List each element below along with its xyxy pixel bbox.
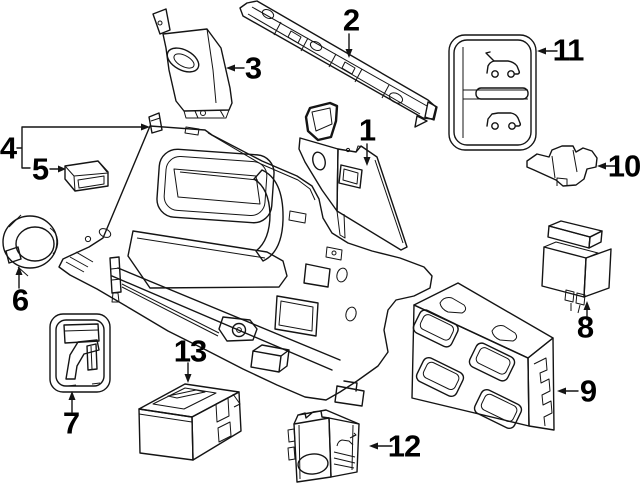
callout-label-5: 5 (31, 151, 49, 187)
part-2-drawing (239, 0, 438, 128)
part-12-drawing (287, 409, 360, 483)
callout-label-2: 2 (342, 2, 360, 38)
part-6-drawing (2, 214, 59, 277)
callout-label-7: 7 (62, 405, 80, 441)
callout-label-11: 11 (552, 32, 585, 68)
suv-liftgate-open-icon (485, 51, 521, 78)
part-1-drawing (298, 101, 408, 251)
part-8-drawing (541, 220, 612, 314)
callout-label-12: 12 (387, 428, 421, 464)
callout-label-8: 8 (576, 309, 594, 345)
part-5-drawing (64, 160, 109, 192)
part-7-drawing (49, 313, 111, 393)
part-11-drawing (448, 34, 537, 151)
callout-label-9: 9 (579, 373, 597, 409)
callout-label-6: 6 (11, 282, 29, 318)
callout-label-3: 3 (244, 50, 262, 86)
part-9-drawing (411, 282, 555, 431)
part-3-drawing (152, 8, 233, 119)
part-10-drawing (526, 145, 598, 187)
part-13-drawing (138, 383, 242, 461)
callout-label-4: 4 (0, 130, 17, 166)
quarter-trim-panel-drawing (58, 112, 433, 407)
callout-label-1: 1 (358, 112, 376, 148)
callout-label-10: 10 (607, 148, 640, 184)
callout-label-13: 13 (173, 333, 207, 369)
suv-liftgate-closed-icon (486, 112, 522, 130)
callout-arrows (15, 33, 617, 450)
